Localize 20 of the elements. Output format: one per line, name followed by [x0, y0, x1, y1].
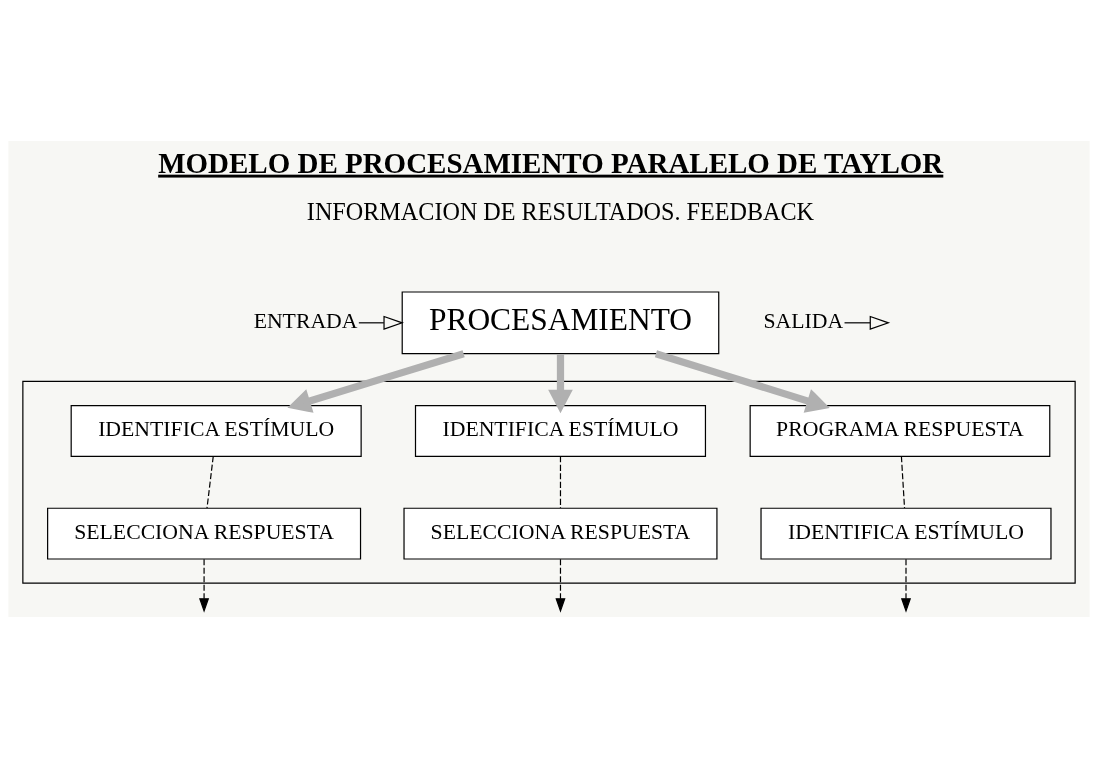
node-box: IDENTIFICA ESTÍMULO — [414, 404, 707, 457]
node-box: SELECCIONA RESPUESTA — [403, 507, 718, 560]
node-box: PROGRAMA RESPUESTA — [749, 404, 1051, 457]
connector — [900, 455, 906, 509]
diagram-title: MODELO DE PROCESAMIENTO PARALELO DE TAYLOR — [158, 146, 944, 179]
label: INFORMACION DE RESULTADOS. FEEDBACK — [306, 197, 815, 225]
node-box: PROCESAMIENTO — [401, 290, 720, 354]
arrow — [548, 353, 573, 413]
node-box: SELECCIONA RESPUESTA — [47, 507, 362, 560]
connector — [559, 455, 562, 509]
arrow — [199, 558, 210, 613]
arrow — [900, 558, 912, 613]
node-text: SALIDA — [763, 308, 844, 333]
arrow — [358, 315, 404, 330]
node-text: ENTRADA — [253, 308, 358, 333]
node-box: IDENTIFICA ESTÍMULO — [70, 404, 362, 457]
cluster — [22, 380, 1076, 584]
node-box: IDENTIFICA ESTÍMULO — [760, 507, 1052, 560]
arrow — [843, 315, 891, 330]
connector — [206, 455, 214, 509]
